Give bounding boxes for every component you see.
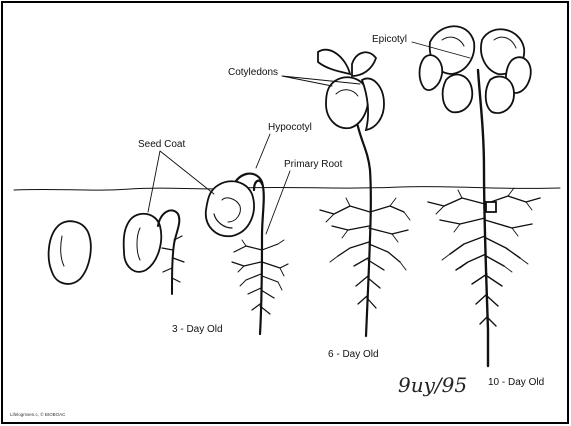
label-seed-coat: Seed Coat <box>138 139 185 150</box>
seedling-10-day <box>420 26 541 366</box>
leader-seed-coat <box>148 151 214 212</box>
dry-seed <box>49 221 91 284</box>
handwritten-signature: 9uy/95 <box>398 373 467 397</box>
leader-primary-root <box>266 171 290 234</box>
label-cotyledons: Cotyledons <box>228 67 278 78</box>
image-border <box>2 2 568 423</box>
label-10-day-old: 10 - Day Old <box>488 377 544 388</box>
label-3-day-old: 3 - Day Old <box>172 324 223 335</box>
soil-line <box>14 187 560 191</box>
label-primary-root: Primary Root <box>284 159 343 170</box>
label-6-day-old: 6 - Day Old <box>328 349 379 360</box>
label-hypocotyl: Hypocotyl <box>268 122 312 133</box>
label-epicotyl: Epicotyl <box>372 34 407 45</box>
germinating-seed <box>124 210 184 294</box>
seedling-3-day <box>206 174 288 334</box>
leader-hypocotyl <box>256 134 270 168</box>
seedling-6-day <box>318 50 410 336</box>
image-credit: Lifelogmsen.c, © BIOBOAC <box>10 411 66 417</box>
